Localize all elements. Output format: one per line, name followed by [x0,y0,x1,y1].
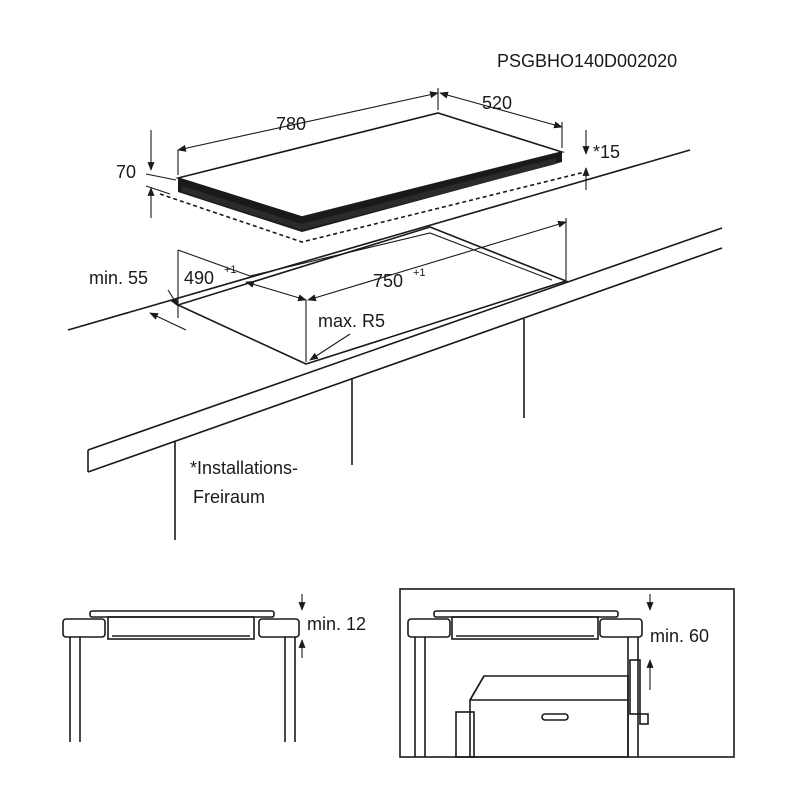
dim-cutout-width-label: 750 [373,271,403,291]
dim-height-label: 70 [116,162,136,182]
dim-cutout-depth-label: 490 [184,268,214,288]
detail-right-label: min. 60 [650,626,709,646]
installation-note: *Installations- Freiraum [190,458,298,507]
detail-right: min. 60 [399,588,735,758]
dim-depth-label: 520 [482,93,512,113]
dim-width: 780 [177,88,439,175]
dim-cutout-width: 750 +1 [307,220,567,302]
dim-height: 70 [116,130,177,218]
dim-cutout-depth-tol: +1 [224,264,237,276]
dim-clearance-label: *15 [593,142,620,162]
hob-drawing [159,112,586,243]
dim-radius: max. R5 [309,311,385,361]
dim-width-label: 780 [276,114,306,134]
worktop [67,149,723,540]
dim-min-front-label: min. 55 [89,268,148,288]
note-line-2: Freiraum [193,487,265,507]
dim-min-front: min. 55 [89,268,187,331]
dim-depth: 520 [439,91,563,148]
dim-cutout-depth: 490 +1 [177,249,307,302]
detail-left-label: min. 12 [307,614,366,634]
detail-left: min. 12 [62,594,366,742]
diagram-code: PSGBHO140D002020 [497,51,677,71]
dim-clearance: *15 [582,130,620,190]
note-line-1: *Installations- [190,458,298,478]
dim-cutout-width-tol: +1 [413,267,426,279]
dim-radius-label: max. R5 [318,311,385,331]
